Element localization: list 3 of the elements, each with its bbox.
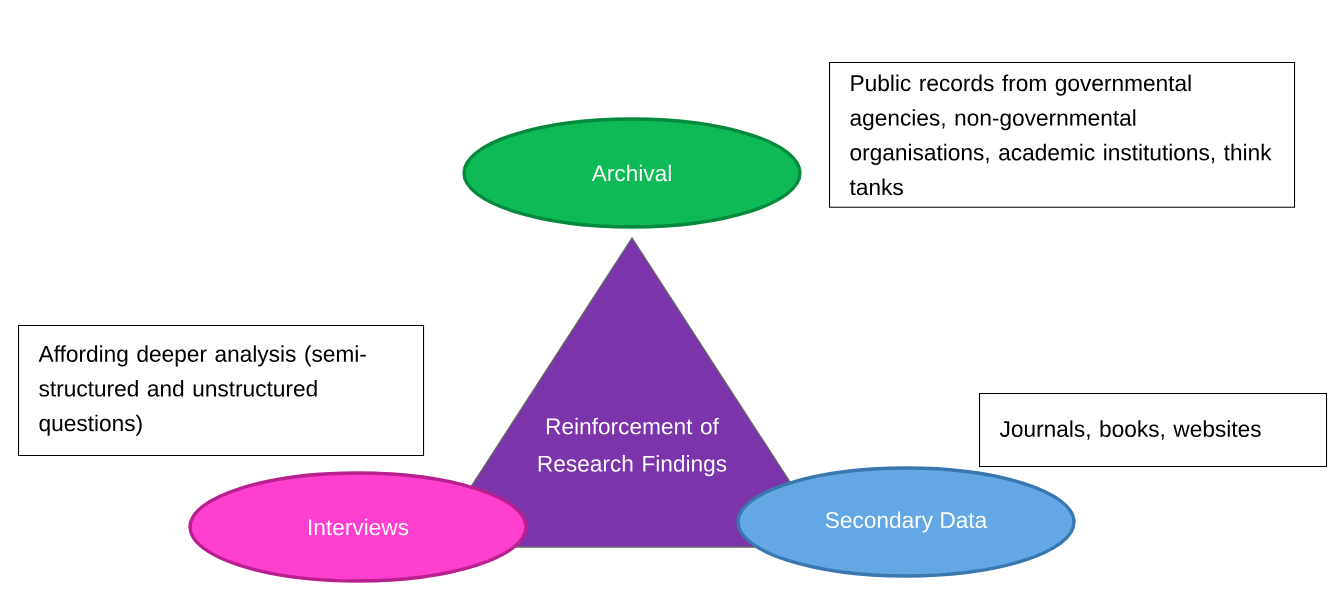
text-box: Journals, books, websites <box>979 393 1328 468</box>
text-box: Affording deeper analysis (semi-structured and unstructured questions) <box>18 325 425 457</box>
text-box: Public records from governmental agencies, non-governmental organisations, academic institutions, think tanks <box>829 62 1296 208</box>
